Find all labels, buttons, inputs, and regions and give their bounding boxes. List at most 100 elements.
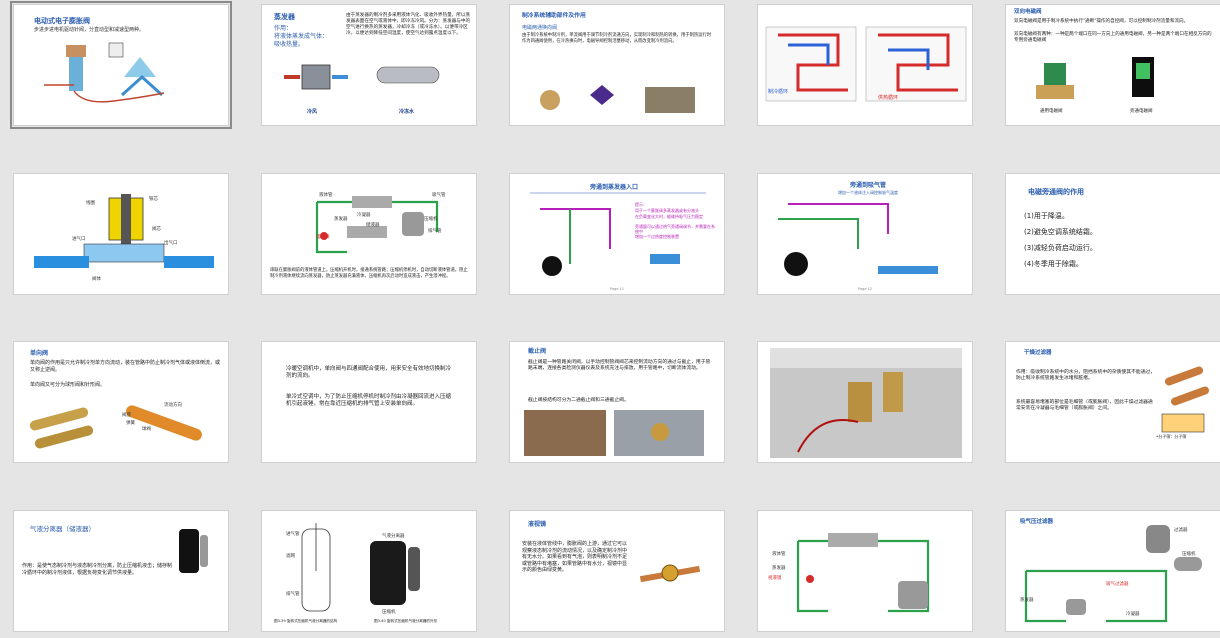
label-body: 阀体 <box>92 277 101 282</box>
figure-caption: 图3-39 旋转式压缩机气液分离器的结构 <box>274 619 338 623</box>
slide-body: 冷暖空调机中，单向阀与四通阀配合使用，用来安全有效地切换制冷剂的流向。 <box>286 366 452 380</box>
slide-title: 液视镜 <box>528 521 547 528</box>
slide-body: 双向电磁阀是用于制冷系统中执行"通断"操作的自控阀，可以控制制冷剂流量和流向。 <box>1014 19 1189 24</box>
slide-3-thumbnail[interactable]: 制冷系统辅助部件及作用 电磁两通换向阀 由于制冷系统中制冷剂，单流阀用于调节制冷… <box>509 4 725 126</box>
slide-13-thumbnail[interactable]: 截止阀 截止阀是一种管路关闭阀，以手动控制管阀阀芯来控制流动方向的通过与截止，用… <box>509 341 725 463</box>
label-sight-glass: 视液镜 <box>768 576 782 581</box>
slide-2-thumbnail[interactable]: 蒸发器 作用： 将液体蒸发成气体： 吸收热量。 由于蒸发器的制冷剂多采用液体汽化… <box>261 4 477 126</box>
slide-title: 电磁旁通阀的作用 <box>1028 188 1084 196</box>
slide-subtitle: 增加一个液体注入阀控制吸气温度 <box>838 190 898 195</box>
suction-filter-system-diagram <box>1024 525 1202 623</box>
slide-title: 蒸发器 <box>274 13 295 21</box>
bypass-to-evaporator-diagram <box>530 192 706 276</box>
slide-body: 单向阀又可分为球形阀和针形阀。 <box>30 382 106 388</box>
slide-body: 作用：是使气态制冷剂与液态制冷剂分离，防止压缩机液击；储存制冷循环中的制冷剂液体… <box>22 563 173 576</box>
label-evaporator: 蒸发器 <box>772 566 786 571</box>
bypass-to-suction-diagram <box>778 203 938 276</box>
caption-chilled-water: 冷冻水 <box>399 109 415 115</box>
slide-16-thumbnail[interactable]: 气液分离器（储液器） 作用：是使气态制冷剂与液态制冷剂分离，防止压缩机液击；储存… <box>13 510 229 632</box>
label-condenser: 冷凝器 <box>357 213 371 218</box>
notes-item: 旁通量可以通过热气旁通阀调节，并需要在系统中 <box>635 224 715 235</box>
figure-caption: 图3-40 旋转式压缩机气液分离器的外形 <box>374 619 438 623</box>
label-solenoid-valve: 电磁阀 <box>316 235 330 240</box>
slide-title: 吸气压过滤器 <box>1020 519 1054 525</box>
notes-item: 增加一个过热度控制装置 <box>635 234 679 239</box>
label-flow-direction: 流动方向 <box>164 403 182 408</box>
check-valve-images <box>29 405 202 449</box>
caption-general-valve: 通用电磁阀 <box>1040 109 1063 114</box>
label-spring: 弹簧 <box>126 421 135 426</box>
slide-body: 串联在膨胀阀前的液体管道上。压缩机开机时，接通系统管路；压缩机停机时，自动切断液… <box>270 268 468 279</box>
slide-body: 由于蒸发器的制冷剂多采用液体汽化、吸收外界热量，所以蒸发器表面在空气或液体中，即… <box>346 13 471 36</box>
label-filter: 过滤器 <box>1174 528 1188 533</box>
label-suction-filter: 吸气过滤器 <box>1106 582 1129 587</box>
notes-item: 用于一个膨胀阀多蒸发器或有分液头 <box>635 208 699 213</box>
slide-body: 安装在液体管线中，膨胀阀的上游，通过它可以观察液态制冷剂的流动情况，以及确定制冷… <box>522 541 628 573</box>
slide-20-thumbnail[interactable]: 吸气压过滤器 过滤器 压缩机 吸气过滤器 蒸发器 冷凝器 <box>1005 510 1220 632</box>
stop-valve-photos <box>524 410 704 456</box>
slide-11-thumbnail[interactable]: 单向阀 单向阀的作用是只允许制冷剂单方向流动，装在管路中防止制冷剂气体或液体倒流… <box>13 341 229 463</box>
cooling-heating-cycle-diagram <box>765 26 967 102</box>
slide-12-thumbnail[interactable]: 冷暖空调机中，单向阀与四通阀配合使用，用来安全有效地切换制冷剂的流向。 单冷式空… <box>261 341 477 463</box>
valve-installation-photo <box>770 348 962 458</box>
label-compressor: 压缩机 <box>1182 552 1196 557</box>
slide-title: 制冷系统辅助部件及作用 <box>522 13 586 19</box>
caption-bypass-valve: 旁通电磁阀 <box>1130 109 1153 114</box>
slide-19-thumbnail[interactable]: 液体管 蒸发器 视液镜 <box>757 510 973 632</box>
list-item: (3)减轻负荷启动运行。 <box>1024 244 1097 252</box>
slide-7-thumbnail[interactable]: 液体管 吸气管 冷凝器 蒸发器 压缩机 储液器 排气管 电磁阀 串联在膨胀阀前的… <box>261 173 477 295</box>
slide-4-thumbnail[interactable]: 制冷循环 供热循环 <box>757 4 973 126</box>
slide-17-thumbnail[interactable]: 进气管 滤网 排气管 气液分离器 压缩机 图3-39 旋转式压缩机气液分离器的结… <box>261 510 477 632</box>
slide-6-thumbnail[interactable]: 线圈 铁芯 进气口 出气口 阀体 阀芯 <box>13 173 229 295</box>
label-screen: 滤网 <box>286 554 295 559</box>
label-condenser: 冷凝器 <box>1126 612 1140 617</box>
slide-body: 由于制冷系统中制冷剂，单流阀用于调节制冷剂流通方向，实现制冷和制热的转换，用于制… <box>522 33 712 44</box>
list-item: (4)冬季用于除霜。 <box>1024 260 1083 268</box>
label-receiver: 储液器 <box>366 223 380 228</box>
slide-15-thumbnail[interactable]: 干燥过滤器 作用：吸收制冷系统中的水分，阻挡系统中的杂质使其不能通过，防止制冷系… <box>1005 341 1220 463</box>
slide-text: 作用： <box>274 25 293 32</box>
slide-body: 单向阀的作用是只允许制冷剂单方向流动，装在管路中防止制冷剂气体或液体倒流，或又称… <box>30 360 221 373</box>
slide-body: 作用：吸收制冷系统中的水分，阻挡系统中的杂质使其不能通过，防止制冷系统管路发生冰… <box>1016 370 1156 382</box>
slide-subtitle: 电磁两通换向阀 <box>522 25 558 31</box>
label-evaporator: 蒸发器 <box>334 217 348 222</box>
slide-text: 步进步进电机驱动针阀，分直动型和减速型两种。 <box>34 27 145 33</box>
label-discharge-pipe: 排气管 <box>428 229 442 234</box>
slide-title: 旁通到吸气管 <box>850 182 887 189</box>
label-heating-cycle: 供热循环 <box>878 95 899 101</box>
label-liquid-pipe: 液体管 <box>319 193 333 198</box>
slide-14-thumbnail[interactable] <box>757 341 973 463</box>
slide-body: 截止阀按结构可分为二通截止阀和三通截止阀。 <box>528 398 629 403</box>
label-inlet-pipe: 进气管 <box>286 532 300 537</box>
slide-10-thumbnail[interactable]: 电磁旁通阀的作用 (1)用于降温。 (2)避免空调系统结霜。 (3)减轻负荷启动… <box>1005 173 1220 295</box>
label-evaporator: 蒸发器 <box>1020 598 1034 603</box>
slide-5-thumbnail[interactable]: 双向电磁阀 双向电磁阀是用于制冷系统中执行"通断"操作的自控阀，可以控制制冷剂流… <box>1005 4 1220 126</box>
label-ball: 球阀 <box>142 427 151 432</box>
slide-title: 双向电磁阀 <box>1014 9 1042 15</box>
label-valve-seat: 阀座 <box>122 413 131 418</box>
slide-18-thumbnail[interactable]: 液视镜 安装在液体管线中，膨胀阀的上游，通过它可以观察液态制冷剂的流动情况，以及… <box>509 510 725 632</box>
list-item: (2)避免空调系统结霜。 <box>1024 228 1097 236</box>
label-core: 铁芯 <box>149 197 158 202</box>
label-cooling-cycle: 制冷循环 <box>768 89 789 95</box>
page-number: Page 12 <box>858 287 873 291</box>
slide-title: 单向阀 <box>30 350 49 357</box>
sight-glass-system-diagram <box>796 533 930 613</box>
valve-photos <box>540 85 695 113</box>
slide-9-thumbnail[interactable]: 旁通到吸气管 增加一个液体注入阀控制吸气温度 Page 12 <box>757 173 973 295</box>
sight-glass-photo <box>639 564 701 583</box>
evaporator-illustration <box>284 64 440 90</box>
slide-body: 双向电磁阀有两种：一种是两个端口在同一方向上的通用电磁阀，另一种是两个端口在相反… <box>1014 32 1212 43</box>
solenoid-valve-system-diagram <box>315 196 439 254</box>
label-coil: 线圈 <box>86 201 95 206</box>
slide-body: 单冷式空调中，为了防止压缩机停机时制冷剂由冷凝器回流进入压缩机引起液锤，常在靠近… <box>286 394 452 408</box>
page-number: Page 11 <box>610 287 625 291</box>
caption-cold-air: 冷风 <box>307 109 318 115</box>
slide-8-thumbnail[interactable]: 旁通到蒸发器入口 提示： 用于一个膨胀阀多蒸发器或有分液头 在负载变化大时，能维… <box>509 173 725 295</box>
slide-1-thumbnail[interactable]: 电动式电子膨胀阀 步进步进电机驱动针阀，分直动型和减速型两种。 <box>10 1 232 129</box>
accumulator-photo <box>179 529 208 573</box>
slide-text: 吸收热量。 <box>274 41 305 48</box>
electronic-expansion-valve-diagram <box>44 42 165 103</box>
caption-molecular-sieve: •分子筛：分子筛 <box>1156 434 1187 439</box>
label-compressor: 压缩机 <box>424 217 438 222</box>
